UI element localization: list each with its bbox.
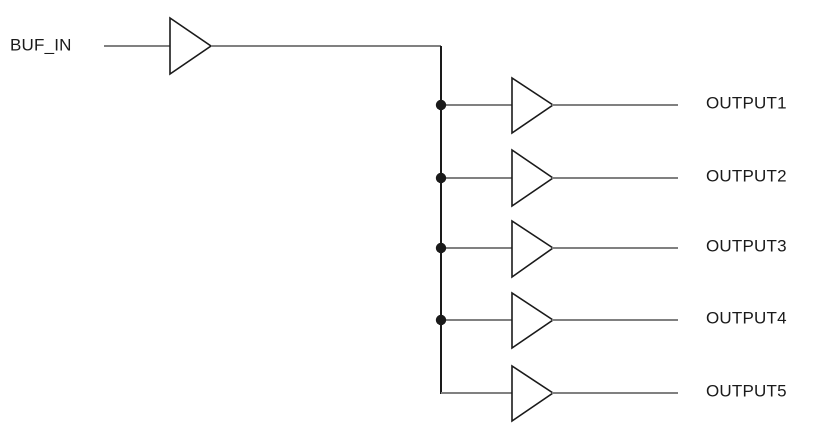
input-net-label: BUF_IN	[10, 35, 72, 54]
output-net-label: OUTPUT2	[706, 166, 787, 185]
input-buffer-gate[interactable]	[169, 16, 213, 76]
junction-dot	[435, 242, 447, 254]
junction-dot	[435, 314, 447, 326]
distribution-bus	[440, 46, 512, 394]
output-branch: OUTPUT4	[441, 291, 787, 350]
buffer-gate[interactable]	[511, 364, 555, 423]
output-branch: OUTPUT3	[441, 219, 787, 279]
output-net-label: OUTPUT3	[706, 236, 787, 255]
buffer-gate[interactable]	[511, 291, 555, 350]
output-branch: OUTPUT1	[441, 76, 787, 135]
junction-dot	[435, 99, 447, 111]
buffer-gate[interactable]	[511, 219, 555, 279]
junction-dot	[435, 172, 447, 184]
output-branch: OUTPUT5	[441, 364, 787, 423]
output-net-label: OUTPUT5	[706, 381, 787, 400]
output-net-label: OUTPUT1	[706, 93, 787, 112]
output-branch: OUTPUT2	[441, 148, 787, 208]
junction-dots-group	[435, 99, 447, 326]
buffer-gate[interactable]	[511, 76, 555, 135]
output-net-label: OUTPUT4	[706, 308, 787, 327]
buffer-gate[interactable]	[511, 148, 555, 208]
